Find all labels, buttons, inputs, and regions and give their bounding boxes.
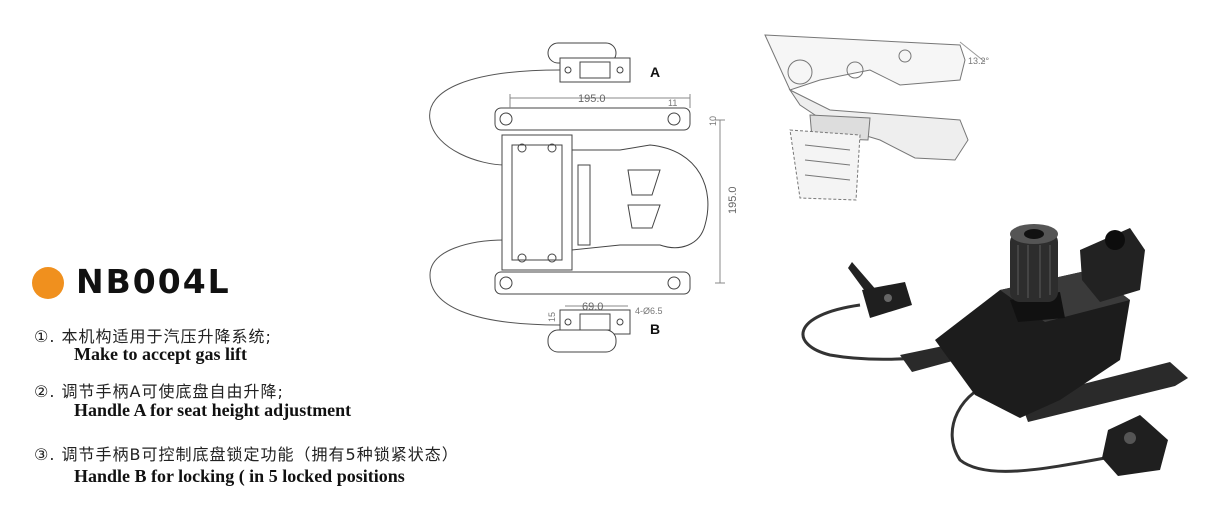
- feature-3-cn-text: 调节手柄B可控制底盘锁定功能（拥有5种锁紧状态）: [61, 445, 459, 464]
- handle-b-label: B: [650, 321, 660, 337]
- feature-3-en: Handle B for locking ( in 5 locked posit…: [74, 466, 405, 486]
- dimension-small-3: 15: [547, 312, 557, 322]
- feature-1-cn: ①. 本机构适用于汽压升降系统;: [34, 323, 272, 347]
- dimension-hole: 4-Ø6.5: [635, 306, 663, 316]
- side-view-angle: 13.2°: [968, 56, 990, 66]
- dimension-height: 195.0: [727, 186, 739, 214]
- dimension-width: 195.0: [578, 93, 606, 105]
- feature-2-cn: ②. 调节手柄A可使底盘自由升降;: [34, 378, 284, 402]
- product-model-title: NB004L: [76, 262, 231, 301]
- feature-2-number: ②.: [34, 382, 56, 401]
- feature-3-cn: ③. 调节手柄B可控制底盘锁定功能（拥有5种锁紧状态）: [34, 441, 459, 465]
- side-view-drawing: [764, 34, 986, 201]
- dimension-small-1: 11: [668, 98, 677, 108]
- feature-1-en: Make to accept gas lift: [74, 344, 247, 364]
- feature-1-number: ①.: [34, 327, 56, 346]
- feature-2-en: Handle A for seat height adjustment: [74, 400, 352, 420]
- product-photo: [801, 224, 1188, 476]
- title-bullet-dot: [32, 267, 64, 299]
- feature-2-cn-text: 调节手柄A可使底盘自由升降;: [61, 382, 284, 401]
- feature-1-cn-text: 本机构适用于汽压升降系统;: [61, 327, 272, 346]
- handle-a-label: A: [650, 64, 660, 80]
- feature-3-number: ③.: [34, 445, 56, 464]
- top-view-drawing: [429, 42, 725, 353]
- dimension-handle: 69.0: [582, 301, 603, 313]
- dimension-small-2: 10: [708, 116, 718, 126]
